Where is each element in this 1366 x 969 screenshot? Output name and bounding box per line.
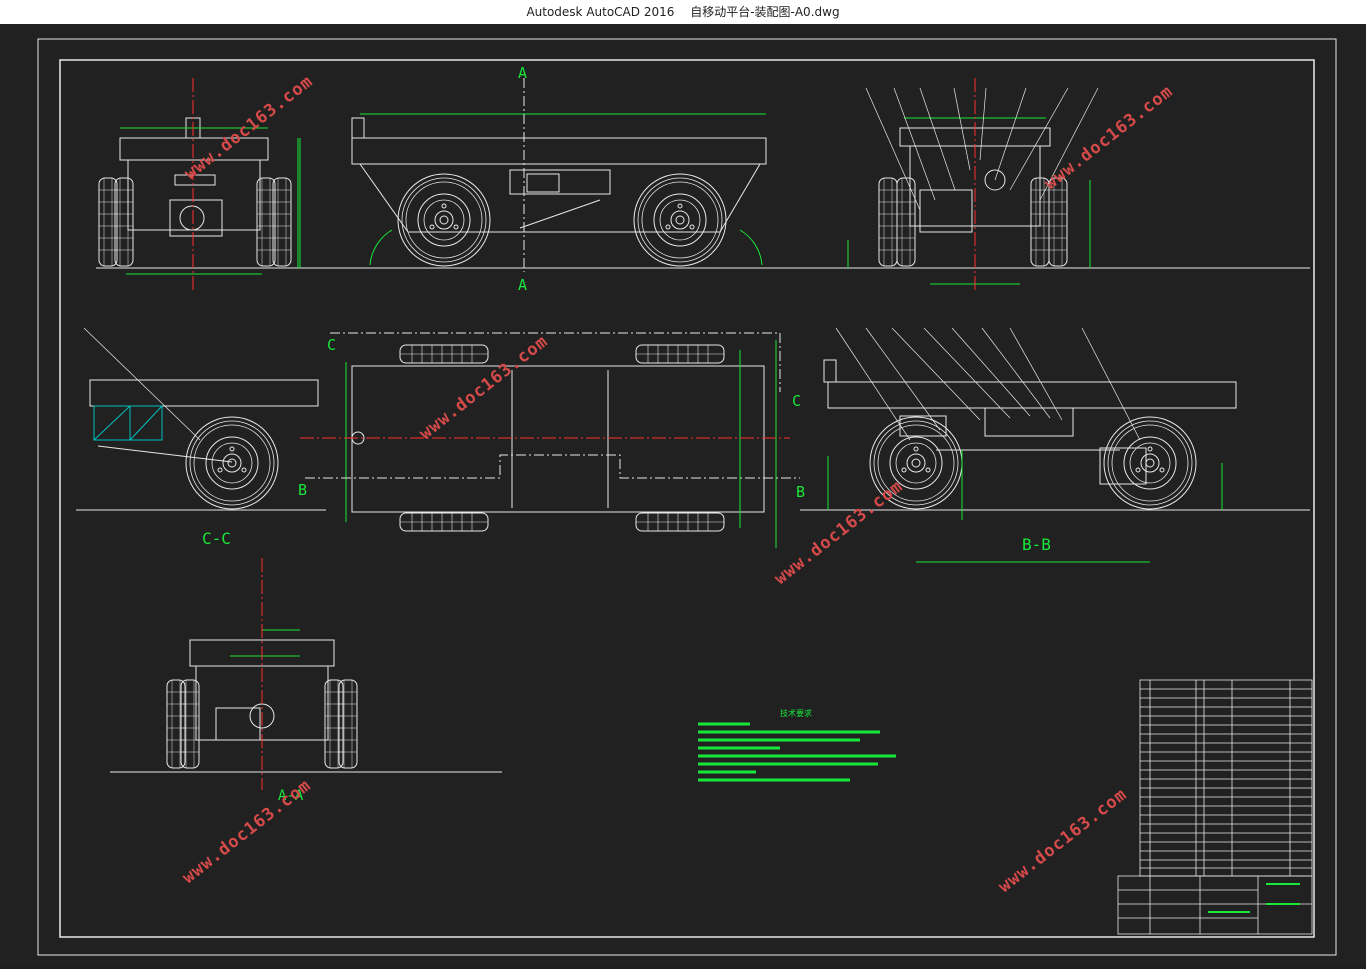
plan-view: [351, 344, 765, 532]
side-view: [300, 117, 1310, 269]
watermark-2: www.doc163.com: [1041, 81, 1177, 194]
section-bb-view: [800, 359, 1310, 511]
section-label-c-right: C: [792, 392, 801, 410]
front-view-dims: [120, 127, 299, 275]
watermark-5: www.doc163.com: [179, 775, 315, 888]
view-label-aa: A-A: [278, 788, 304, 804]
section-label-b-left: B: [298, 481, 307, 499]
section-label-a-top: A: [518, 64, 527, 82]
section-bb-dims: [827, 450, 1223, 563]
app-title: Autodesk AutoCAD 2016: [526, 5, 675, 19]
title-block: [1117, 875, 1313, 935]
view-label-cc: C-C: [202, 529, 231, 548]
inner-border: [59, 59, 1315, 938]
section-label-b-right: B: [796, 483, 805, 501]
section-bb-leaders: [835, 327, 1141, 441]
tech-requirements: 技术要求: [698, 708, 896, 782]
title-block-marks: [1208, 883, 1300, 913]
tech-requirements-title: 技术要求: [780, 708, 812, 718]
section-aa-view: [110, 639, 502, 773]
section-cc-view: [76, 379, 326, 511]
drawing-canvas[interactable]: A A C-C: [0, 24, 1366, 965]
section-cc-cut: [330, 332, 781, 392]
side-view-dims: [299, 113, 766, 268]
front-view: [96, 117, 300, 269]
outer-border: [37, 38, 1337, 956]
file-title: 自移动平台-装配图-A0.dwg: [690, 5, 840, 19]
plan-view-dims: [345, 340, 777, 548]
leader-cc: [83, 327, 201, 441]
watermark-6: www.doc163.com: [995, 784, 1131, 897]
section-aa-dims: [230, 629, 300, 657]
section-label-c-left: C: [327, 336, 336, 354]
watermarks: www.doc163.com www.doc163.com www.doc163…: [179, 71, 1177, 897]
parts-list: [1139, 679, 1313, 877]
watermark-4: www.doc163.com: [771, 476, 907, 589]
section-bb-cut: [305, 454, 800, 479]
rear-view-dims: [847, 117, 1091, 285]
rear-view-leaders: [865, 87, 1099, 211]
watermark-3: www.doc163.com: [416, 331, 552, 444]
rear-view: [878, 127, 1068, 267]
title-bar: Autodesk AutoCAD 2016 自移动平台-装配图-A0.dwg: [0, 0, 1366, 24]
drawing-sheet: A A C-C: [37, 38, 1337, 956]
view-label-bb: B-B: [1022, 535, 1051, 554]
section-label-a-bottom: A: [518, 276, 527, 294]
